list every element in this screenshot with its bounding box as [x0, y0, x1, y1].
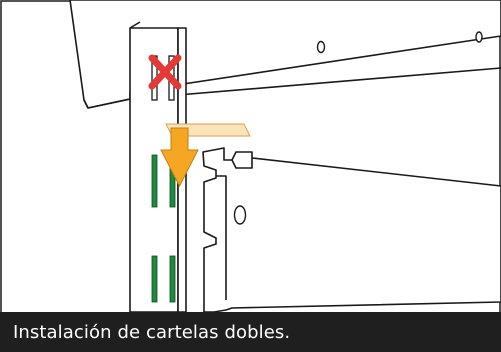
rail-hole [475, 31, 483, 43]
rail-hole [316, 40, 326, 54]
bracket-hole [233, 205, 247, 225]
green-slot [169, 255, 176, 303]
down-arrow-icon [160, 127, 199, 188]
green-slot [151, 255, 158, 303]
double-bracket [202, 147, 501, 313]
red-x-icon [148, 54, 182, 90]
caption-text: Instalación de cartelas dobles. [13, 321, 291, 343]
caption-bar: Instalación de cartelas dobles. [0, 312, 501, 352]
green-slot [151, 154, 158, 208]
rail-holes [316, 31, 483, 54]
